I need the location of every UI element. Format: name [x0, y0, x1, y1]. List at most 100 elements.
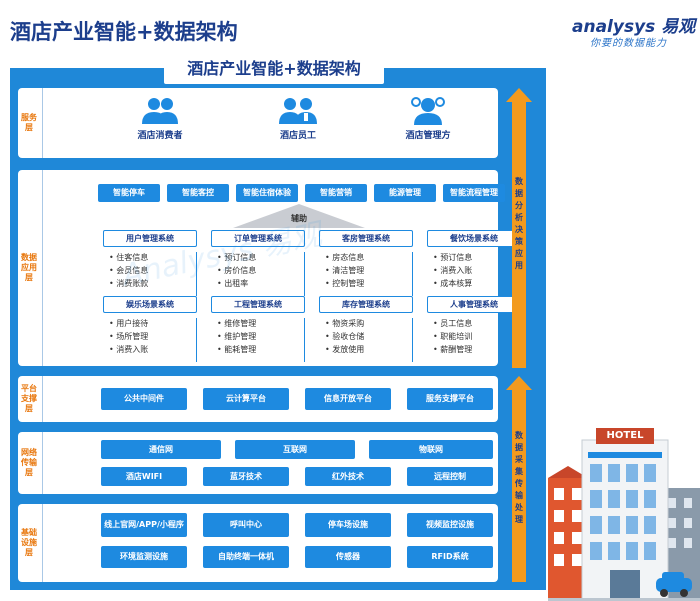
role-management: 酒店管理方: [383, 96, 473, 141]
system-item: 出租率: [217, 277, 256, 290]
divider: [412, 252, 413, 296]
divider: [304, 318, 305, 362]
infra-layer: 基础设施层 线上官网/APP/小程序 呼叫中心 停车场设施 视频监控设施 环境监…: [18, 504, 498, 582]
network-iot: 物联网: [369, 440, 493, 459]
up-arrow-icon: [506, 376, 532, 582]
system-item: 场所管理: [109, 330, 148, 343]
infra-parking: 停车场设施: [305, 513, 391, 537]
network-layer: 网络传输层 通信网 互联网 物联网 酒店WIFI 蓝牙技术 红外技术 远程控制: [18, 432, 498, 494]
divider: [196, 318, 197, 362]
module-smart-room-control: 智能客控: [167, 184, 229, 202]
hotel-building-icon: [548, 428, 700, 601]
service-layer-content: 酒店消费者 酒店员工 酒店管理方: [42, 88, 498, 158]
system-order-mgmt: 订单管理系统 预订信息 房价信息 出租率: [211, 230, 305, 304]
network-wifi: 酒店WIFI: [101, 467, 187, 486]
system-user-mgmt: 用户管理系统 住客信息 会员信息 消费账款: [103, 230, 197, 304]
infra-sensors: 传感器: [305, 546, 391, 568]
infra-layer-content: 线上官网/APP/小程序 呼叫中心 停车场设施 视频监控设施 环境监测设施 自助…: [42, 504, 498, 582]
module-smart-parking: 智能停车: [98, 184, 160, 202]
infra-rfid: RFID系统: [407, 546, 493, 568]
system-engineering: 工程管理系统 维修管理 维护管理 能耗管理: [211, 296, 305, 370]
platform-layer: 平台支撑层 公共中间件 云计算平台 信息开放平台 服务支撑平台: [18, 376, 498, 422]
system-title: 用户管理系统: [103, 230, 197, 247]
page-title: 酒店产业智能+数据架构: [10, 20, 238, 44]
divider: [304, 252, 305, 296]
service-layer: 服务层 酒店消费者 酒店员工 酒店管理方: [18, 88, 498, 158]
system-item: 维修管理: [217, 317, 256, 330]
system-item: 消费账款: [109, 277, 148, 290]
network-bluetooth: 蓝牙技术: [203, 467, 289, 486]
diagram-title: 酒店产业智能+数据架构: [164, 54, 384, 84]
role-consumer-label: 酒店消费者: [137, 131, 183, 141]
system-item: 薪酬管理: [433, 343, 472, 356]
system-item: 消费入账: [433, 264, 472, 277]
hotel-sign: HOTEL: [606, 430, 644, 441]
system-item: 验收仓储: [325, 330, 364, 343]
system-inventory: 库存管理系统 物资采购 验收仓储 发放使用: [319, 296, 413, 370]
support-arrow-icon: [233, 204, 365, 228]
data-app-layer-content: 智能停车 智能客控 智能住宿体验 智能营销 能源管理 智能流程管理 辅助 用户管…: [42, 170, 521, 366]
role-consumer: 酒店消费者: [115, 96, 205, 141]
platform-open-info: 信息开放平台: [305, 388, 391, 410]
platform-cloud: 云计算平台: [203, 388, 289, 410]
system-item: 能耗管理: [217, 343, 256, 356]
infra-online-channels: 线上官网/APP/小程序: [101, 513, 187, 537]
platform-layer-content: 公共中间件 云计算平台 信息开放平台 服务支撑平台: [42, 376, 498, 422]
support-label: 辅助: [291, 214, 307, 223]
consumers-icon: [142, 98, 178, 124]
system-item: 房态信息: [325, 251, 364, 264]
role-management-label: 酒店管理方: [405, 131, 451, 141]
infra-self-service-kiosk: 自助终端一体机: [203, 546, 289, 568]
system-item: 预订信息: [433, 251, 472, 264]
module-smart-process: 智能流程管理: [443, 184, 505, 202]
network-remote-control: 远程控制: [407, 467, 493, 486]
system-item: 会员信息: [109, 264, 148, 277]
platform-layer-label: 平台支撑层: [21, 384, 37, 413]
module-smart-stay: 智能住宿体验: [236, 184, 298, 202]
staff-icon: [279, 98, 317, 124]
infra-video-surveillance: 视频监控设施: [407, 513, 493, 537]
system-room-mgmt: 客房管理系统 房态信息 清洁管理 控制管理: [319, 230, 413, 304]
system-item: 发放使用: [325, 343, 364, 356]
up-arrow-icon: [506, 88, 532, 368]
system-item: 预订信息: [217, 251, 256, 264]
data-app-layer: 数据应用层 智能停车 智能客控 智能住宿体验 智能营销 能源管理 智能流程管理 …: [18, 170, 521, 366]
infra-call-center: 呼叫中心: [203, 513, 289, 537]
side-label-lower: 数据采集传输处理: [515, 431, 523, 524]
system-title: 客房管理系统: [319, 230, 413, 247]
infra-layer-label: 基础设施层: [21, 528, 37, 557]
brand-slogan: 你要的数据能力: [590, 38, 667, 49]
system-item: 清洁管理: [325, 264, 364, 277]
network-internet: 互联网: [235, 440, 355, 459]
system-title: 工程管理系统: [211, 296, 305, 313]
network-telecom: 通信网: [101, 440, 221, 459]
system-entertainment: 娱乐场景系统 用户接待 场所管理 消费入账: [103, 296, 197, 370]
system-item: 房价信息: [217, 264, 256, 277]
system-item: 职能培训: [433, 330, 472, 343]
brand-logo: analysys 易观: [572, 17, 696, 37]
platform-service-support: 服务支撑平台: [407, 388, 493, 410]
system-item: 用户接待: [109, 317, 148, 330]
module-energy: 能源管理: [374, 184, 436, 202]
system-item: 成本核算: [433, 277, 472, 290]
system-title: 库存管理系统: [319, 296, 413, 313]
divider: [196, 252, 197, 296]
infra-env-monitor: 环境监测设施: [101, 546, 187, 568]
system-item: 维护管理: [217, 330, 256, 343]
divider: [412, 318, 413, 362]
platform-middleware: 公共中间件: [101, 388, 187, 410]
role-staff-label: 酒店员工: [279, 131, 316, 141]
service-layer-label: 服务层: [21, 113, 37, 132]
system-item: 控制管理: [325, 277, 364, 290]
network-layer-label: 网络传输层: [21, 448, 37, 477]
role-staff: 酒店员工: [253, 96, 343, 141]
network-layer-content: 通信网 互联网 物联网 酒店WIFI 蓝牙技术 红外技术 远程控制: [42, 432, 498, 494]
network-infrared: 红外技术: [305, 467, 391, 486]
system-title: 订单管理系统: [211, 230, 305, 247]
system-item: 消费入账: [109, 343, 148, 356]
side-label-upper: 数据分析决策应用: [515, 177, 523, 270]
system-item: 物资采购: [325, 317, 364, 330]
data-app-layer-label: 数据应用层: [21, 253, 37, 282]
gear-person-icon: [411, 97, 445, 125]
system-item: 住客信息: [109, 251, 148, 264]
